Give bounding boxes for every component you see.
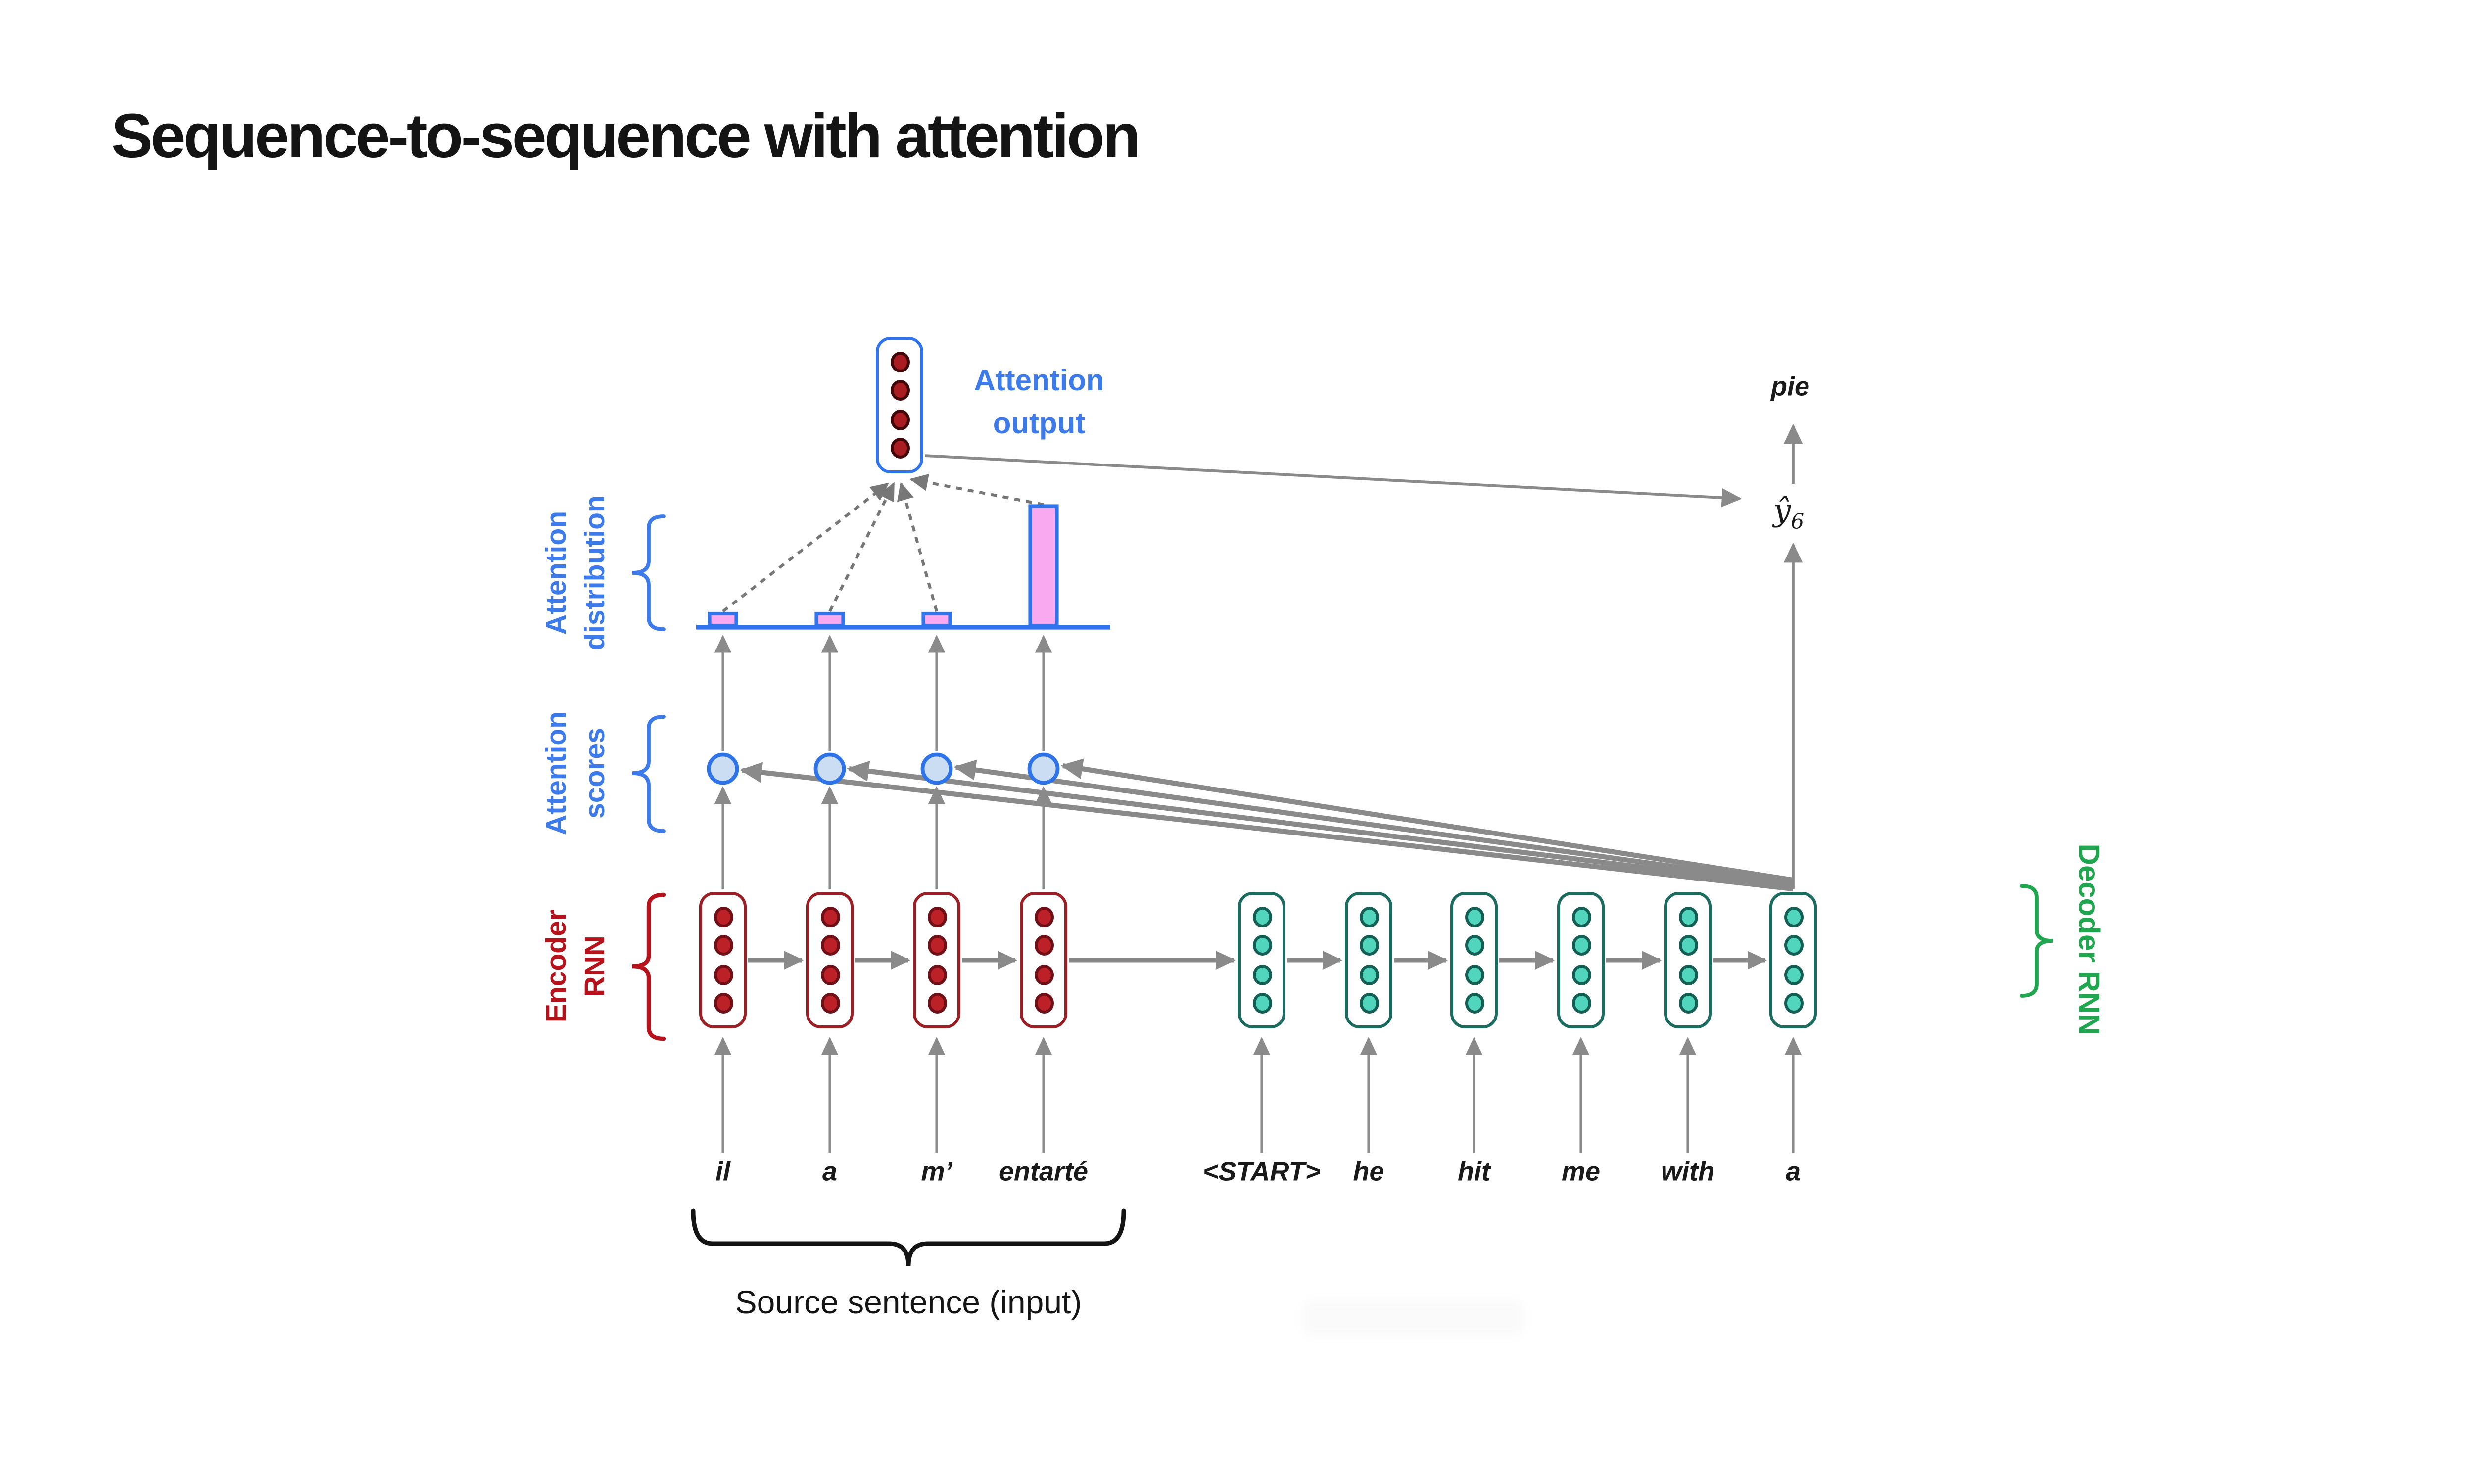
attention-distribution-brace <box>632 514 666 631</box>
decoder-hidden-state-1 <box>1238 892 1285 1028</box>
rnn-cell <box>1034 964 1053 985</box>
rnn-cell <box>1678 935 1698 957</box>
rnn-cell <box>890 409 909 430</box>
target-word-2: he <box>1353 1157 1384 1187</box>
rnn-cell <box>927 992 947 1014</box>
rnn-cell <box>890 380 909 402</box>
decoder-hidden-state-6 <box>1769 892 1817 1028</box>
weighted-sum-dotted-arrows <box>722 473 1044 613</box>
predicted-word: pie <box>1770 371 1810 402</box>
encoder-label-line1: Encoder <box>542 909 573 1023</box>
attention-distribution-line1: Attention <box>542 510 573 635</box>
decoder-rnn-label: Decoder RNN <box>2071 843 2104 1035</box>
ghost-artifact <box>1302 1300 1524 1336</box>
attention-scores-label: Attention scores <box>539 711 616 835</box>
rnn-cell <box>1783 964 1803 985</box>
rnn-cell <box>1678 907 1698 928</box>
y-hat-6: ŷ6 <box>1773 493 1804 535</box>
rnn-cell <box>927 907 947 928</box>
rnn-cell <box>713 992 733 1014</box>
target-word-4: me <box>1561 1157 1601 1187</box>
y-hat-subscript: 6 <box>1791 510 1805 535</box>
encoder-hidden-state-2 <box>806 892 854 1028</box>
rnn-cell <box>713 964 733 985</box>
attention-scores-line2: scores <box>580 728 612 819</box>
rnn-cell <box>1252 907 1272 928</box>
rnn-cell <box>820 992 840 1014</box>
encoder-label-line2: RNN <box>580 935 612 997</box>
source-sentence-caption: Source sentence (input) <box>735 1284 1082 1321</box>
rnn-cell <box>1571 992 1591 1014</box>
rnn-cell <box>1359 935 1379 957</box>
source-word-4: entarté <box>999 1157 1089 1187</box>
encoder-rnn-label: Encoder RNN <box>539 910 616 1022</box>
attention-distribution-label: Attention distribution <box>539 495 616 650</box>
rnn-cell <box>1783 992 1803 1014</box>
target-word-start: <START> <box>1202 1157 1321 1187</box>
source-word-2: a <box>822 1157 838 1187</box>
source-word-3: m’ <box>921 1157 952 1187</box>
rnn-cell <box>1252 964 1272 985</box>
rnn-cell <box>1034 992 1053 1014</box>
rnn-cell <box>1252 992 1272 1014</box>
rnn-cell <box>1359 907 1379 928</box>
rnn-cell <box>1464 964 1484 985</box>
rnn-cell <box>1464 935 1484 957</box>
encoder-hidden-state-3 <box>913 892 960 1028</box>
rnn-cell <box>927 935 947 957</box>
source-sentence-brace <box>691 1208 1126 1266</box>
rnn-cell <box>1783 907 1803 928</box>
attention-distribution-bars <box>696 504 1110 630</box>
rnn-cell <box>820 907 840 928</box>
encoder-to-score-arrows <box>714 635 1052 889</box>
attention-distribution-line2: distribution <box>580 495 612 650</box>
decoder-hidden-state-5 <box>1664 892 1712 1028</box>
target-word-6: a <box>1785 1157 1801 1187</box>
rnn-cell <box>820 964 840 985</box>
decoder-hidden-state-2 <box>1345 892 1392 1028</box>
decoder-hidden-state-3 <box>1450 892 1498 1028</box>
rnn-cell <box>1571 964 1591 985</box>
rnn-cell <box>713 935 733 957</box>
rnn-cell <box>820 935 840 957</box>
target-word-3: hit <box>1458 1157 1490 1187</box>
attention-output-label: Attention output <box>974 361 1104 447</box>
rnn-cell <box>1571 907 1591 928</box>
rnn-cell <box>713 907 733 928</box>
rnn-cell <box>1464 992 1484 1014</box>
rnn-cell <box>1359 964 1379 985</box>
rnn-cell <box>1464 907 1484 928</box>
attention-output-label-line1: Attention <box>974 365 1104 398</box>
target-word-5: with <box>1661 1157 1714 1187</box>
prediction-arrows <box>924 423 1803 889</box>
y-hat-symbol: ŷ <box>1773 492 1791 528</box>
source-word-1: il <box>715 1157 731 1187</box>
rnn-cell <box>1678 964 1698 985</box>
encoder-brace <box>632 892 666 1041</box>
page-title: Sequence-to-sequence with attention <box>111 101 1141 171</box>
attention-scores-line1: Attention <box>542 711 573 835</box>
attention-score-arrows <box>740 758 1794 892</box>
rnn-cell <box>1359 992 1379 1014</box>
attention-output-vector <box>876 337 923 473</box>
rnn-cell <box>1034 935 1053 957</box>
rnn-cell <box>1783 935 1803 957</box>
rnn-cell <box>890 437 909 459</box>
rnn-cell <box>890 352 909 373</box>
encoder-hidden-state-1 <box>699 892 747 1028</box>
decoder-brace <box>2020 884 2053 998</box>
braces <box>632 514 2053 1266</box>
rnn-cell <box>1678 992 1698 1014</box>
rnn-cell <box>1252 935 1272 957</box>
input-arrows <box>714 1037 1802 1153</box>
attention-scores-brace <box>632 715 666 833</box>
decoder-hidden-state-4 <box>1557 892 1605 1028</box>
encoder-hidden-state-4 <box>1020 892 1067 1028</box>
rnn-cell <box>1034 907 1053 928</box>
attention-output-label-line2: output <box>993 408 1086 441</box>
rnn-cell <box>1571 935 1591 957</box>
attention-score-dots <box>707 752 1060 785</box>
rnn-cell <box>927 964 947 985</box>
